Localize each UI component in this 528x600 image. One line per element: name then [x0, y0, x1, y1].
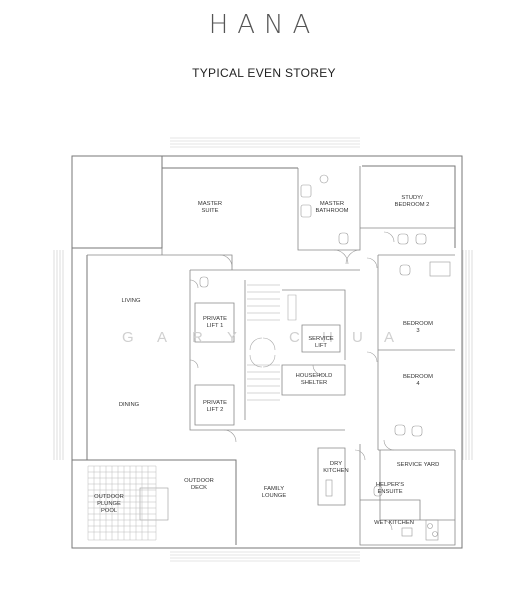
interior-walls: [87, 166, 456, 546]
brand-title: HANA: [208, 10, 320, 40]
door-swings: [189, 231, 395, 531]
watermark-letter: U: [352, 329, 365, 346]
room-label-dining: DINING: [119, 402, 140, 408]
watermark-letter: G: [122, 329, 136, 346]
room-label-service-yard: SERVICE YARD: [397, 462, 440, 468]
room-label-living: LIVING: [121, 298, 140, 304]
facade-fins: [53, 137, 473, 562]
watermark-letter: H: [322, 329, 335, 346]
watermark-letter: Y: [227, 329, 239, 346]
watermark-letter: A: [157, 329, 169, 346]
watermark-letter: A: [384, 329, 396, 346]
watermark: G A R Y C H U A: [122, 329, 396, 346]
watermark-letter: R: [192, 329, 205, 346]
outer-walls: [71, 155, 463, 549]
room-label-wet-kitchen: WET KITCHEN: [374, 520, 414, 526]
page-subtitle: TYPICAL EVEN STOREY: [192, 66, 336, 80]
watermark-letter: C: [289, 329, 302, 346]
plunge-pool-hatch: [87, 465, 157, 541]
room-label-study-bedroom-2: STUDY/BEDROOM 2: [395, 195, 430, 208]
lift-core: [247, 284, 297, 401]
